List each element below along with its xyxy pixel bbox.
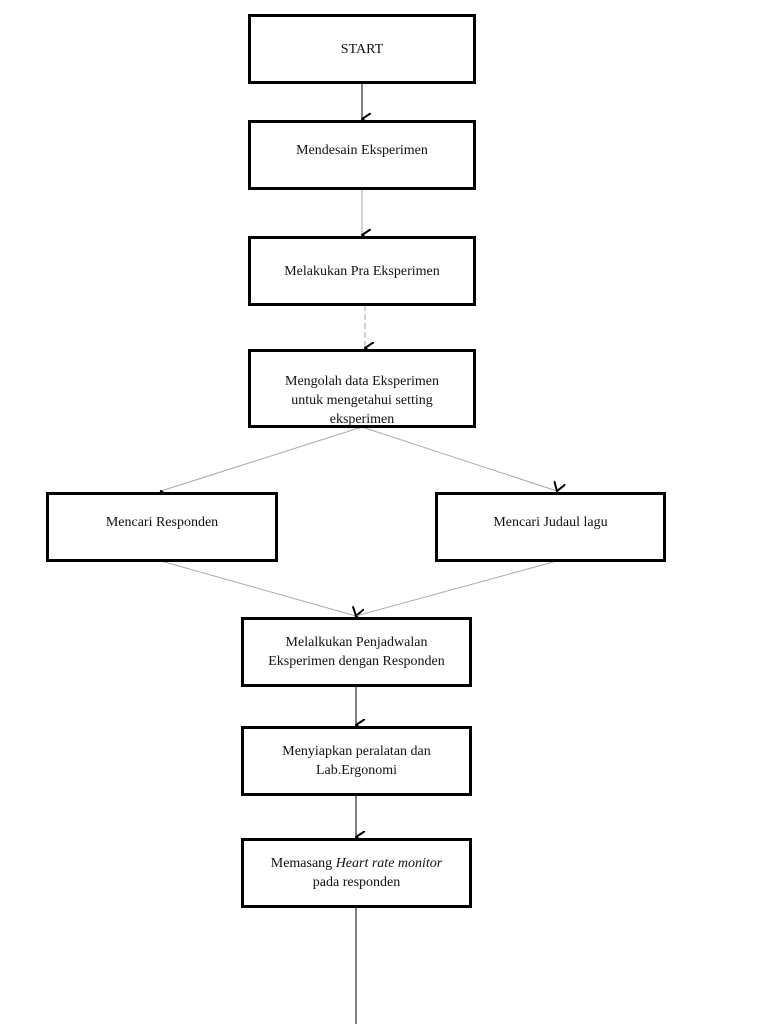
arrow-respondents-schedule (160, 560, 356, 616)
label-italic: Heart rate monitor (335, 856, 443, 871)
node-respondents: Mencari Responden (46, 492, 278, 562)
arrow-process-respondents (161, 426, 363, 491)
arrow-process-songs (361, 426, 557, 491)
node-prepare: Menyiapkan peralatan dan Lab.Ergonomi (241, 726, 472, 796)
node-songs: Mencari Judaul lagu (435, 492, 666, 562)
arrow-songs-schedule (356, 560, 558, 616)
node-label: Mengolah data Eksperimen untuk mengetahu… (285, 374, 439, 427)
node-pre-experiment: Melakukan Pra Eksperimen (248, 236, 476, 306)
node-label: Memasang Heart rate monitor pada respond… (271, 854, 443, 892)
node-start: START (248, 14, 476, 84)
node-design: Mendesain Eksperimen (248, 120, 476, 190)
node-label: Menyiapkan peralatan dan Lab.Ergonomi (282, 744, 431, 778)
node-label: Melakukan Pra Eksperimen (284, 263, 440, 279)
node-label: START (340, 41, 384, 57)
node-label: Mendesain Eksperimen (296, 142, 428, 158)
node-label: Mencari Judaul lagu (493, 514, 608, 530)
node-schedule: Melalkukan Penjadwalan Eksperimen dengan… (241, 617, 472, 687)
label-part: Memasang (270, 856, 336, 871)
node-label: Mencari Responden (105, 514, 219, 530)
label-part: pada responden (312, 875, 401, 890)
node-label: Melalkukan Penjadwalan Eksperimen dengan… (268, 635, 445, 669)
node-process-data: Mengolah data Eksperimen untuk mengetahu… (248, 349, 476, 428)
node-monitor: Memasang Heart rate monitor pada respond… (241, 838, 472, 908)
